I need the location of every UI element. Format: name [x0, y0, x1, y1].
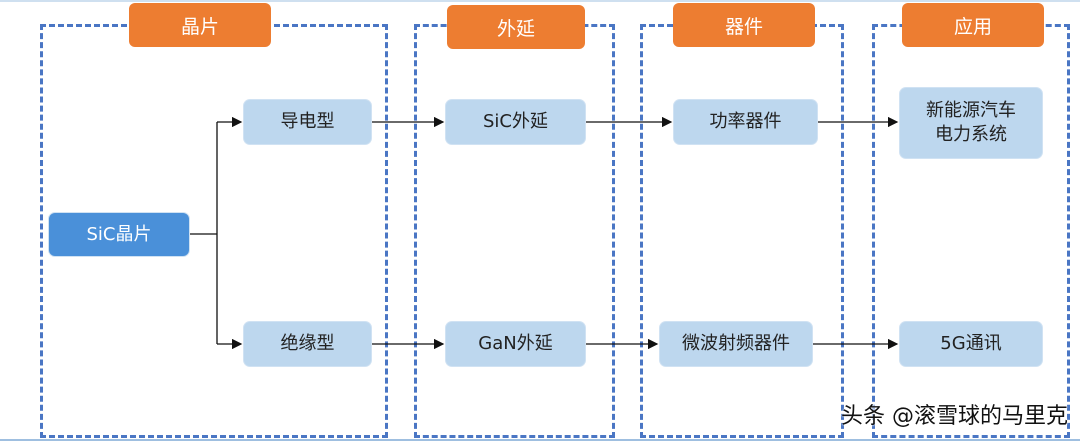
node-power-device: 功率器件 — [673, 99, 818, 145]
node-ev-line1: 新能源汽车 — [926, 100, 1016, 121]
stage-epitaxy: 外延 — [447, 5, 585, 49]
stage-application: 应用 — [902, 3, 1044, 47]
node-ev-line2: 电力系统 — [935, 124, 1007, 145]
node-sic-wafer: SiC晶片 — [48, 212, 190, 257]
watermark-text: 头条 @滚雪球的马里克 — [841, 404, 1068, 429]
node-conductive: 导电型 — [243, 99, 372, 145]
stage-device: 器件 — [673, 3, 815, 47]
top-border — [0, 0, 1080, 2]
stage-wafer: 晶片 — [129, 3, 271, 47]
node-sic-epi: SiC外延 — [445, 99, 586, 145]
node-gan-epi: GaN外延 — [445, 321, 586, 367]
node-ev-power: 新能源汽车 电力系统 — [899, 87, 1043, 159]
branch-line — [189, 122, 218, 344]
node-semi-insulating: 绝缘型 — [243, 321, 372, 367]
node-5g: 5G通讯 — [899, 321, 1043, 367]
node-rf-device: 微波射频器件 — [659, 321, 813, 367]
bottom-border — [0, 439, 1080, 441]
